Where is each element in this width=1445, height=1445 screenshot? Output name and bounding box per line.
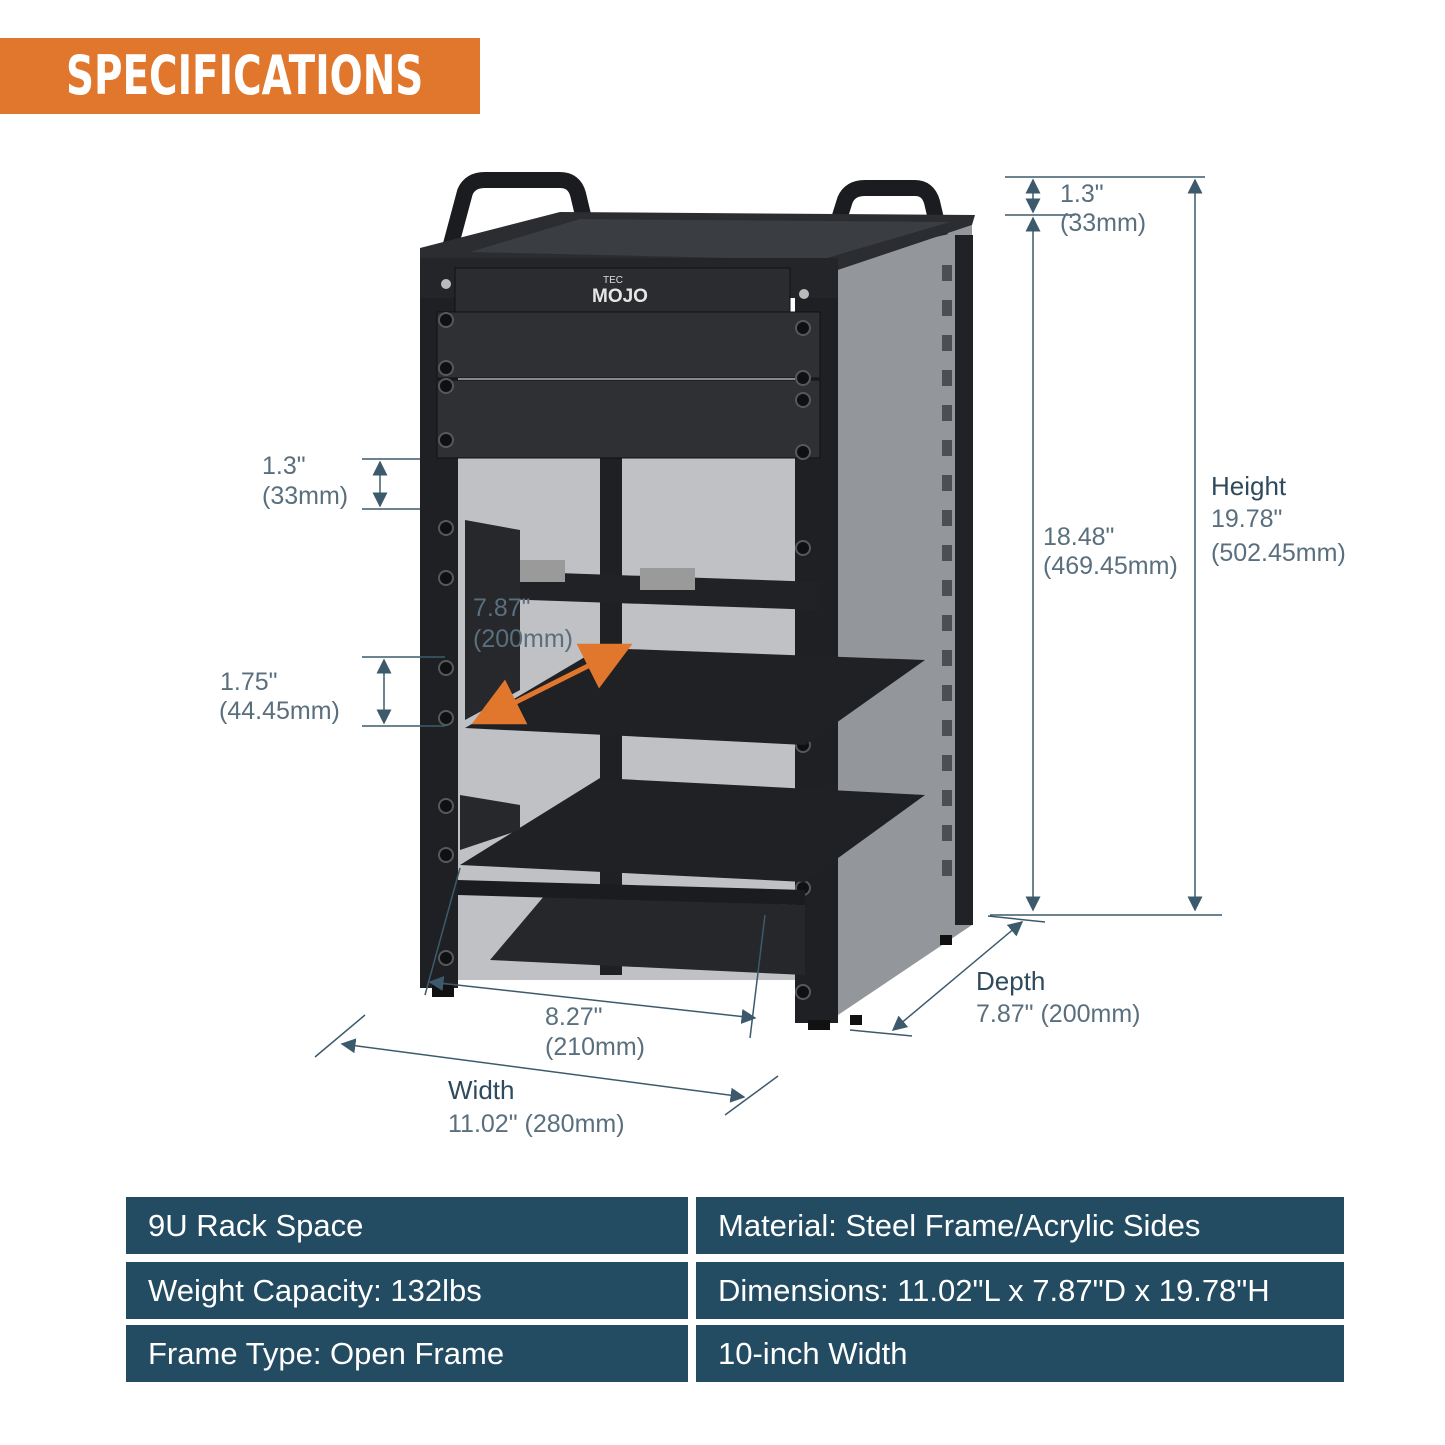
top-gap-mm: (33mm) <box>1060 209 1147 237</box>
spec-frame-type: Frame Type: Open Frame <box>126 1325 688 1382</box>
inner-width-mm: (210mm) <box>545 1033 646 1061</box>
shelf-2 <box>460 778 925 882</box>
height-label: Height <box>1211 471 1287 501</box>
unit-height-inch: 1.75" <box>220 668 278 696</box>
spec-weight-capacity: Weight Capacity: 132lbs <box>126 1262 688 1319</box>
height-mm: (502.45mm) <box>1211 539 1346 567</box>
width-value: 11.02" (280mm) <box>448 1110 625 1138</box>
rack-diagram: TEC MOJO <box>314 172 1222 1116</box>
depth-value: 7.87" (200mm) <box>976 1000 1141 1028</box>
inner-height-inch: 18.48" <box>1043 523 1115 551</box>
blank-panel-2 <box>436 379 821 459</box>
height-inch: 19.78" <box>1211 505 1283 533</box>
spec-dimensions: Dimensions: 11.02"L x 7.87"D x 19.78"H <box>696 1262 1344 1319</box>
width-label: Width <box>448 1075 515 1105</box>
brand-panel <box>454 267 791 313</box>
unit-height-mm: (44.45mm) <box>219 697 340 725</box>
banner-title: SPECIFICATIONS <box>66 44 424 107</box>
blank-panel-1 <box>436 311 821 379</box>
shelf-bottom <box>490 895 805 975</box>
shelf-depth-arrow <box>471 643 633 725</box>
spec-width: 10-inch Width <box>696 1325 1344 1382</box>
inner-height-mm: (469.45mm) <box>1043 552 1178 580</box>
left-handle <box>442 172 596 251</box>
inner-width-inch: 8.27" <box>545 1003 603 1031</box>
logo-small-text: TEC <box>603 275 623 286</box>
spec-material: Material: Steel Frame/Acrylic Sides <box>696 1197 1344 1254</box>
spec-rack-space: 9U Rack Space <box>126 1197 688 1254</box>
rack-gap-mm: (33mm) <box>262 482 349 510</box>
right-handle <box>822 180 948 251</box>
top-gap-inch: 1.3" <box>1060 180 1104 208</box>
depth-label: Depth <box>976 966 1046 996</box>
specifications-banner: SPECIFICATIONS <box>0 38 480 114</box>
shelf-depth-mm: (200mm) <box>473 625 574 653</box>
rack-gap-inch: 1.3" <box>262 452 306 480</box>
logo-text: MOJO <box>592 286 648 307</box>
shelf-depth-inch: 7.87" <box>473 594 531 622</box>
side-rear-post <box>955 235 973 925</box>
